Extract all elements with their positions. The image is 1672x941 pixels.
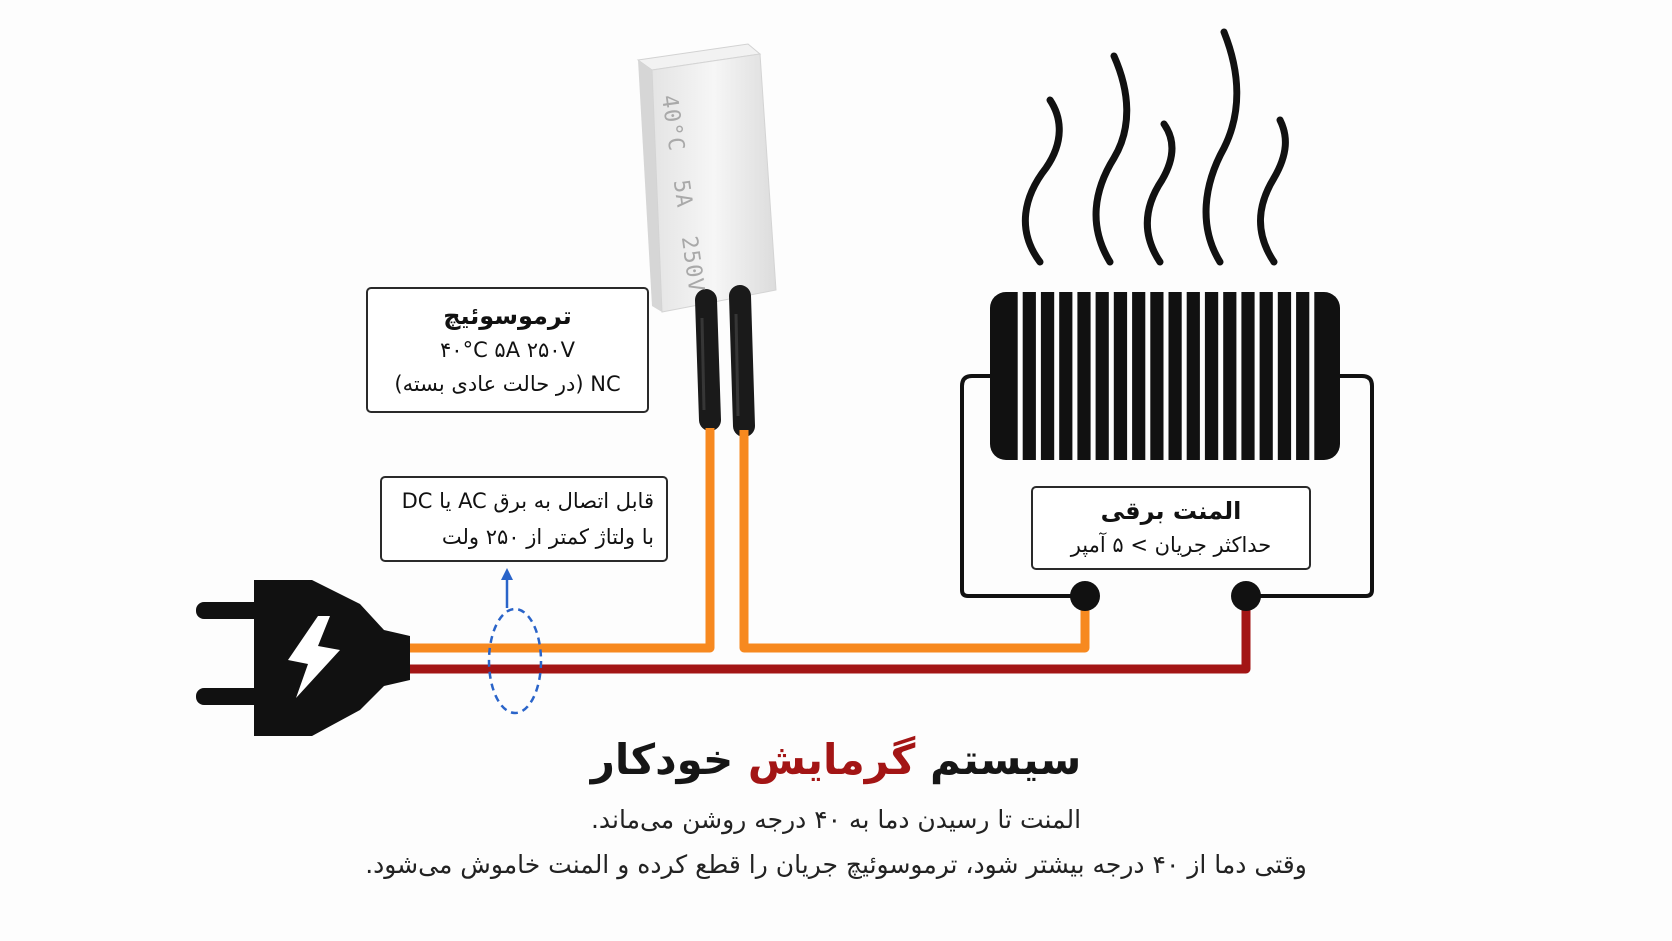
heater-title: المنت برقی — [1100, 497, 1242, 525]
page-title: سیستم گرمایش خودکار — [0, 728, 1672, 792]
coil-gap — [1054, 280, 1060, 476]
coil-gap — [1108, 280, 1114, 476]
coil-gap — [1090, 280, 1096, 476]
title-part-2: خودکار — [590, 735, 748, 784]
coil-gap — [1199, 280, 1205, 476]
thermoswitch-leads — [695, 285, 755, 437]
coil-gap — [1291, 280, 1297, 476]
coil-gap — [1309, 280, 1315, 476]
supply-line-1: قابل اتصال به برق AC یا DC — [401, 489, 654, 513]
coil-gap — [1072, 280, 1078, 476]
heater-label: المنت برقی حداکثر جریان > ۵ آمپر — [1031, 486, 1311, 570]
heat-waves-icon — [1021, 28, 1289, 266]
supply-label: قابل اتصال به برق AC یا DC با ولتاژ کمتر… — [380, 476, 668, 562]
orange-wire-plug-to-switch — [410, 428, 715, 653]
coil-gap — [1127, 280, 1133, 476]
red-wire-plug-to-heater — [410, 600, 1251, 674]
thermoswitch-title: ترموسوئیچ — [443, 302, 572, 330]
thermoswitch-rating: ۴۰°C ۵A ۲۵۰V — [440, 338, 575, 362]
coil-gap — [1254, 280, 1260, 476]
coil-gap — [1218, 280, 1224, 476]
orange-wire-switch-to-heater — [739, 430, 1090, 653]
thermoswitch-device — [636, 43, 777, 313]
supply-line-2: با ولتاژ کمتر از ۲۵۰ ولت — [441, 525, 654, 549]
title-part-1: سیستم — [915, 735, 1082, 784]
title-accent: گرمایش — [747, 735, 916, 784]
wires — [410, 428, 1251, 674]
description-line-2: وقتی دما از ۴۰ درجه بیشتر شود، ترموسوئیچ… — [365, 850, 1307, 879]
heater-terminal-right — [1231, 581, 1261, 611]
heater-spec: حداکثر جریان > ۵ آمپر — [1070, 533, 1272, 557]
description-line-1: المنت تا رسیدن دما به ۴۰ درجه روشن می‌ما… — [590, 805, 1082, 834]
thermoswitch-label: ترموسوئیچ ۴۰°C ۵A ۲۵۰V NC (در حالت عادی … — [366, 287, 649, 413]
thermoswitch-state: NC (در حالت عادی بسته) — [394, 372, 621, 396]
heater-terminal-left — [1070, 581, 1100, 611]
coil-gap — [1181, 280, 1187, 476]
heating-element — [990, 280, 1340, 476]
coil-gap — [1035, 280, 1041, 476]
heater-frame — [960, 374, 1374, 598]
coil-gap — [1272, 280, 1278, 476]
coil-gap — [1017, 280, 1023, 476]
coil-gap — [1163, 280, 1169, 476]
coil-gap — [1145, 280, 1151, 476]
coil-gap — [1236, 280, 1242, 476]
lightning-icon — [288, 616, 340, 698]
wire-selection-marker — [487, 568, 543, 715]
